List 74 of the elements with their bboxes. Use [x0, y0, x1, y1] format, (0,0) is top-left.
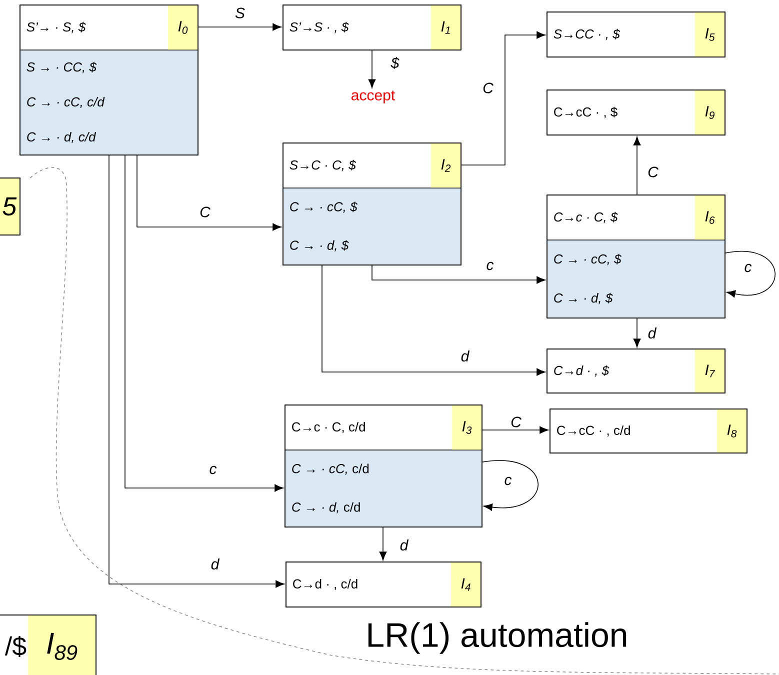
state-label: I$_{4}$	[461, 578, 470, 591]
edge-label: d	[460, 350, 470, 363]
arrow	[372, 265, 546, 284]
state-label: I$_{0}$	[178, 21, 188, 34]
state-label: I$_{3}$	[462, 421, 472, 434]
item-text: S→CC · , $	[554, 28, 620, 40]
state-label: 5	[2, 197, 17, 216]
item-text: S’→S · , $	[290, 22, 349, 34]
item-text: C → · cC, c/d	[292, 464, 369, 475]
state-box	[284, 404, 482, 528]
edge-label: d	[646, 326, 658, 340]
edge-label: d	[398, 538, 410, 552]
item-text: C→c · C, c/d	[292, 422, 365, 434]
edge-label: C	[482, 82, 494, 94]
arrow	[136, 155, 282, 231]
item-text: S→C · C, $	[290, 160, 356, 172]
item-text: C → · d, c/d	[292, 502, 360, 514]
edge-label: c	[743, 262, 753, 274]
title-text: LR(1) automation	[364, 621, 630, 655]
arrow	[633, 318, 641, 348]
edge-label: c	[503, 476, 513, 486]
item-text: C→cC · , $	[554, 106, 618, 118]
item-text: C → · cC, $	[554, 254, 622, 266]
state-label: I$_{2}$	[441, 159, 451, 172]
edge-label: C	[198, 206, 212, 218]
item-text: S’→ · S, $	[26, 22, 86, 34]
state-label: I$_{9}$	[705, 106, 715, 119]
edge-label: $	[390, 56, 400, 70]
item-text: S → · CC, $	[26, 62, 97, 74]
arrow	[379, 527, 387, 560]
arrow	[482, 460, 538, 511]
arrow	[725, 250, 776, 298]
item-text: C→d · , $	[554, 365, 610, 377]
state-box	[282, 4, 462, 50]
state-box	[286, 562, 482, 608]
item-text: C → · cC, $	[290, 202, 358, 213]
state-box	[550, 408, 748, 454]
state-box	[20, 4, 198, 156]
arrow	[322, 265, 546, 376]
item-text: C→d · , c/d	[293, 578, 358, 590]
state-box	[546, 194, 726, 318]
state-label: I$_{7}$	[705, 364, 716, 378]
item-text: C → · d, c/d	[27, 132, 96, 144]
state-box	[0, 178, 20, 236]
state-box	[546, 90, 726, 136]
edge-label: C	[510, 416, 522, 428]
edge-label: S	[234, 6, 246, 20]
state-box	[0, 614, 96, 675]
item-text: C→cC · , c/d	[557, 425, 630, 437]
state-label: I$_{5}$	[705, 28, 715, 41]
arrow	[108, 155, 284, 588]
arrow	[461, 31, 546, 166]
arrow	[633, 136, 641, 195]
item-text: C → · d, $	[290, 240, 349, 252]
state-label: I$_{6}$	[705, 211, 715, 224]
edge-label: c	[208, 464, 218, 476]
state-box	[546, 12, 726, 58]
arrow	[198, 23, 282, 31]
item-text: C→c · C, $	[554, 212, 618, 224]
item-text: /$	[4, 636, 26, 658]
state-label: I$_{1}$	[441, 21, 450, 34]
arrow	[368, 50, 376, 88]
item-text: C → · cC, c/d	[27, 96, 105, 108]
state-label: I$_{89}$	[47, 633, 78, 660]
accept-text: accept	[352, 90, 395, 104]
edge-label: d	[210, 558, 220, 571]
state-label: I$_{8}$	[727, 424, 737, 438]
state-box	[546, 348, 726, 394]
arrow	[124, 155, 284, 492]
edge-label: C	[646, 166, 660, 178]
item-text: C → · d, $	[554, 292, 613, 304]
arrow	[482, 426, 548, 434]
edge-label: c	[485, 260, 495, 272]
state-box	[282, 142, 462, 266]
